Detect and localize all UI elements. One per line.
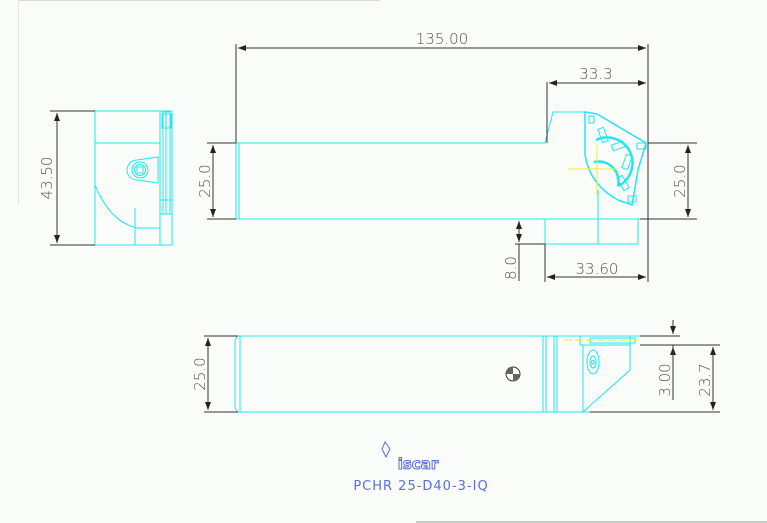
insert-offset-dimension: 3.00: [656, 363, 674, 396]
front-view: 25.0 3.00 23.7: [191, 320, 720, 413]
front-height-dimension: 23.7: [696, 363, 714, 396]
drawing-frame-left: [18, 0, 19, 205]
shank-height-dimension: 25.0: [196, 164, 214, 197]
brand-logo-text: iscar: [398, 455, 439, 473]
part-number-title: PCHR 25-D40-3-IQ: [353, 479, 488, 494]
shank-width-dimension: 25.0: [191, 357, 209, 390]
center-of-gravity-icon: [505, 366, 521, 382]
overall-length-dimension: 135.00: [416, 30, 469, 48]
offset-dimension: 8.0: [502, 256, 520, 280]
drawing-frame-top: [18, 0, 380, 1]
brand-logo: iscar: [381, 440, 439, 474]
side-height-dimension: 43.50: [38, 157, 56, 200]
head-height-dimension: 25.0: [671, 164, 689, 197]
drawing-frame-bottom: [416, 521, 767, 523]
top-view: 135.00 33.3 25.0 25.0 8.0 33.60: [196, 30, 697, 282]
head-length-dimension: 33.3: [579, 65, 612, 83]
lower-length-dimension: 33.60: [576, 260, 619, 278]
side-view: 43.50: [38, 110, 173, 246]
